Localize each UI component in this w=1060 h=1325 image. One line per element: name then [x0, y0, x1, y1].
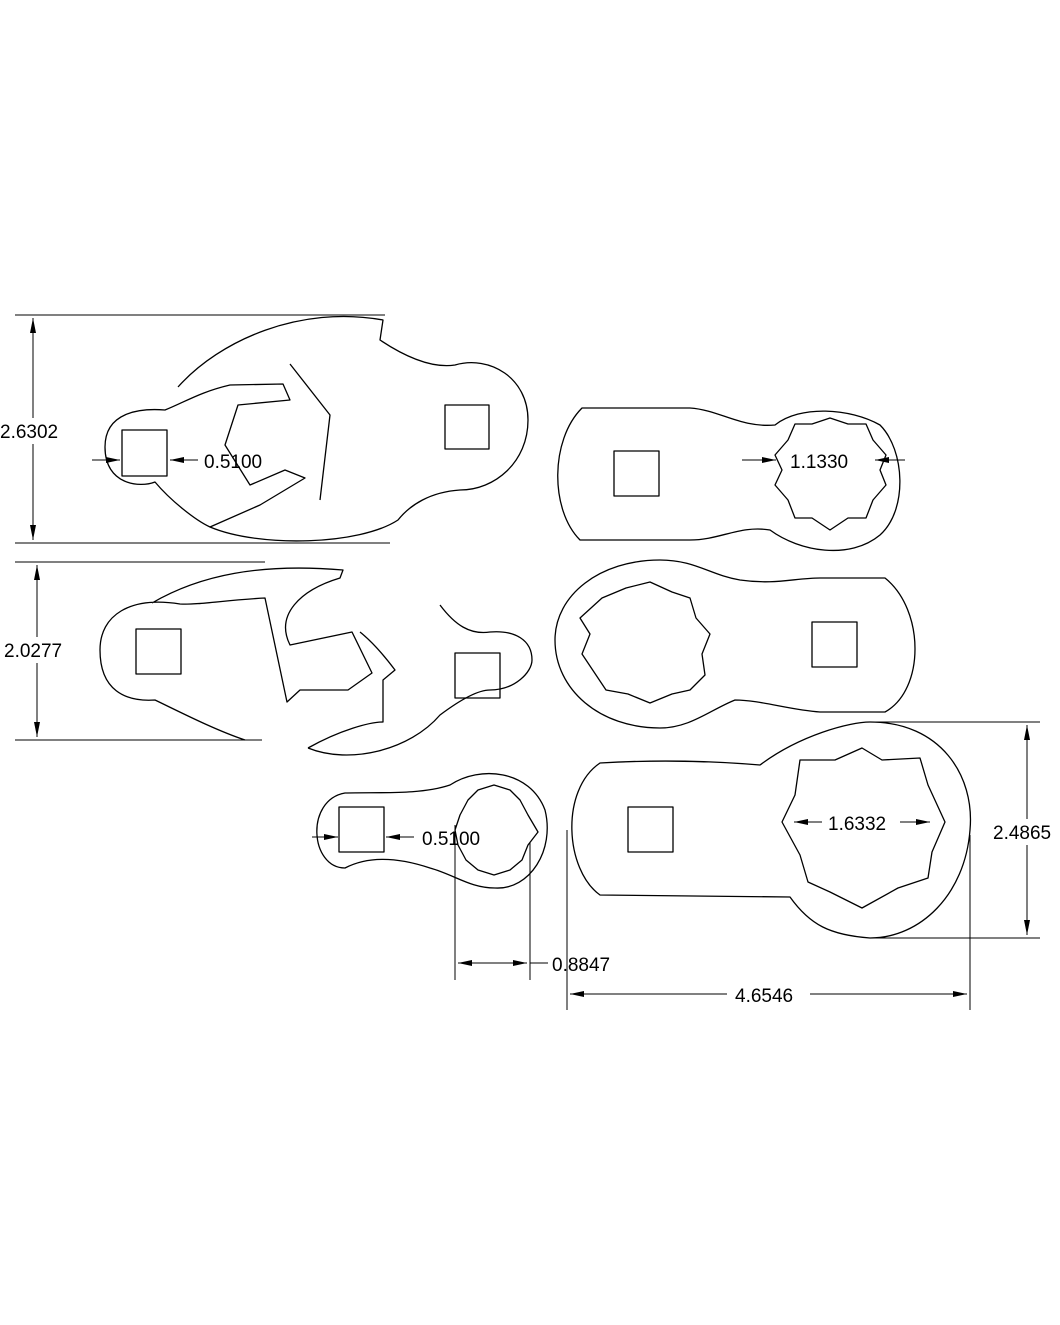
crowfoot-top-jaw [289, 363, 331, 501]
box-wrench-middle [554, 559, 916, 729]
crowfoot-mid-outline [99, 567, 533, 756]
dimension-large-height-label: 2.4865 [993, 823, 1051, 844]
dimension-small-drive-label: 0.5100 [422, 829, 480, 850]
flare-top-12-point-opening [774, 417, 887, 531]
box-mid-square-drive [811, 621, 858, 668]
dimension-top-drive-label: 0.5100 [204, 452, 262, 473]
crowfoot-mid-square-drive-right [454, 652, 501, 699]
flare-small-outline [316, 773, 548, 889]
flare-wrench-small [316, 773, 548, 889]
flare-top-outline [557, 407, 901, 552]
dimension-top-drive: 0.5100 [92, 452, 262, 473]
box-mid-12-point-opening [579, 581, 711, 704]
flare-wrench-large [571, 721, 972, 939]
dimension-top-flare-opening: 1.1330 [742, 452, 905, 473]
flare-wrench-top [557, 407, 901, 552]
flare-large-outline [571, 721, 972, 939]
crowfoot-wrench-middle [99, 567, 533, 756]
dimension-small-width-label: 0.8847 [552, 955, 610, 976]
flare-small-12-point-opening [454, 784, 539, 876]
crowfoot-top-outline [104, 315, 529, 542]
dimension-mid-height-label: 2.0277 [4, 641, 62, 662]
flare-large-square-drive [627, 806, 674, 853]
dimension-top-flare-label: 1.1330 [790, 452, 848, 473]
dimension-large-opening-label: 1.6332 [828, 814, 886, 835]
dimension-large-length: 4.6546 [566, 830, 971, 1010]
dimension-top-height-label: 2.6302 [0, 422, 58, 443]
dimension-large-opening: 1.6332 [794, 814, 930, 835]
flare-large-12-point-opening [781, 747, 946, 909]
box-mid-outline [554, 559, 916, 729]
dimension-mid-height: 2.0277 [0, 561, 265, 741]
dimension-small-drive: 0.5100 [312, 829, 480, 850]
crowfoot-top-square-drive-right [444, 404, 490, 450]
dimension-top-height: 2.6302 [0, 314, 390, 544]
flare-small-square-drive [338, 806, 385, 853]
crowfoot-mid-square-drive-left [135, 628, 182, 675]
flare-top-square-drive [613, 450, 660, 497]
dimension-large-height: 2.4865 [870, 721, 1060, 939]
crowfoot-wrench-top [104, 315, 529, 542]
crowfoot-top-square-drive-left [121, 429, 168, 477]
dimension-large-length-label: 4.6546 [735, 986, 793, 1007]
